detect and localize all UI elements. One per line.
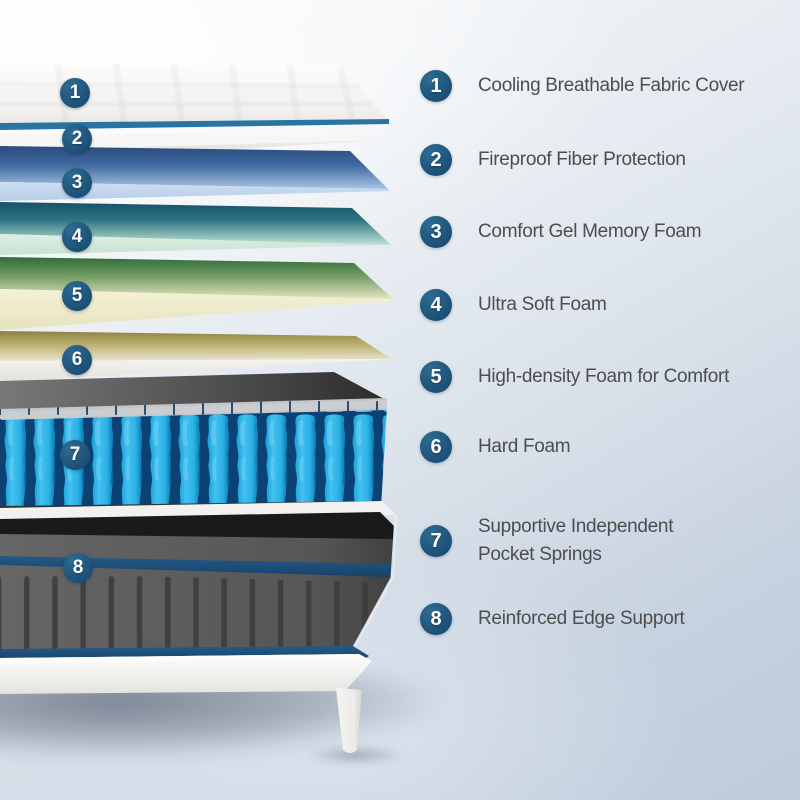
layer-badge-8: 8	[63, 553, 93, 583]
layer-badge-4: 4	[62, 222, 92, 252]
layer-badge-3: 3	[62, 168, 92, 198]
layer-badge-6: 6	[62, 345, 92, 375]
legend-number-badge: 8	[420, 603, 452, 635]
legend-item-4: 4 Ultra Soft Foam	[420, 289, 607, 321]
leg-shadow	[305, 746, 405, 764]
legend-label: Fireproof Fiber Protection	[478, 149, 686, 170]
layer-badge-1: 1	[60, 78, 90, 108]
legend-item-6: 6 Hard Foam	[420, 431, 571, 463]
layer-cover	[0, 63, 389, 130]
layer-badge-5: 5	[62, 281, 92, 311]
legend-number-badge: 3	[420, 216, 452, 248]
layer-gel-foam	[0, 202, 391, 255]
layer-soft-foam	[0, 257, 393, 330]
legend-number-badge: 5	[420, 361, 452, 393]
bed-leg	[336, 688, 362, 753]
legend-number-badge: 7	[420, 525, 452, 557]
legend-item-1: 1 Cooling Breathable Fabric Cover	[420, 70, 745, 102]
legend-label: Hard Foam	[478, 436, 571, 457]
legend-item-8: 8 Reinforced Edge Support	[420, 603, 685, 635]
legend-label: Ultra Soft Foam	[478, 294, 607, 315]
legend-number-badge: 4	[420, 289, 452, 321]
legend-label: Cooling Breathable Fabric Cover	[478, 75, 745, 96]
legend-item-7: 7 Supportive Independent Pocket Springs	[420, 513, 710, 569]
legend-label: High-density Foam for Comfort	[478, 366, 730, 387]
legend-number-badge: 2	[420, 144, 452, 176]
mattress-cutaway-illustration	[0, 63, 398, 753]
legend-label: Reinforced Edge Support	[478, 608, 685, 629]
layer-memory-foam	[0, 146, 390, 201]
legend-item-2: 2 Fireproof Fiber Protection	[420, 144, 686, 176]
legend-label: Supportive Independent Pocket Springs	[478, 516, 674, 565]
legend-number-badge: 6	[420, 431, 452, 463]
layer-hard-foam	[0, 331, 392, 382]
layer-badge-2: 2	[62, 124, 92, 154]
layer-base	[0, 501, 398, 694]
legend-label: Comfort Gel Memory Foam	[478, 221, 702, 242]
legend-item-3: 3 Comfort Gel Memory Foam	[420, 216, 702, 248]
legend-item-5: 5 High-density Foam for Comfort	[420, 361, 729, 393]
legend-number-badge: 1	[420, 70, 452, 102]
layer-badge-7: 7	[60, 440, 90, 470]
